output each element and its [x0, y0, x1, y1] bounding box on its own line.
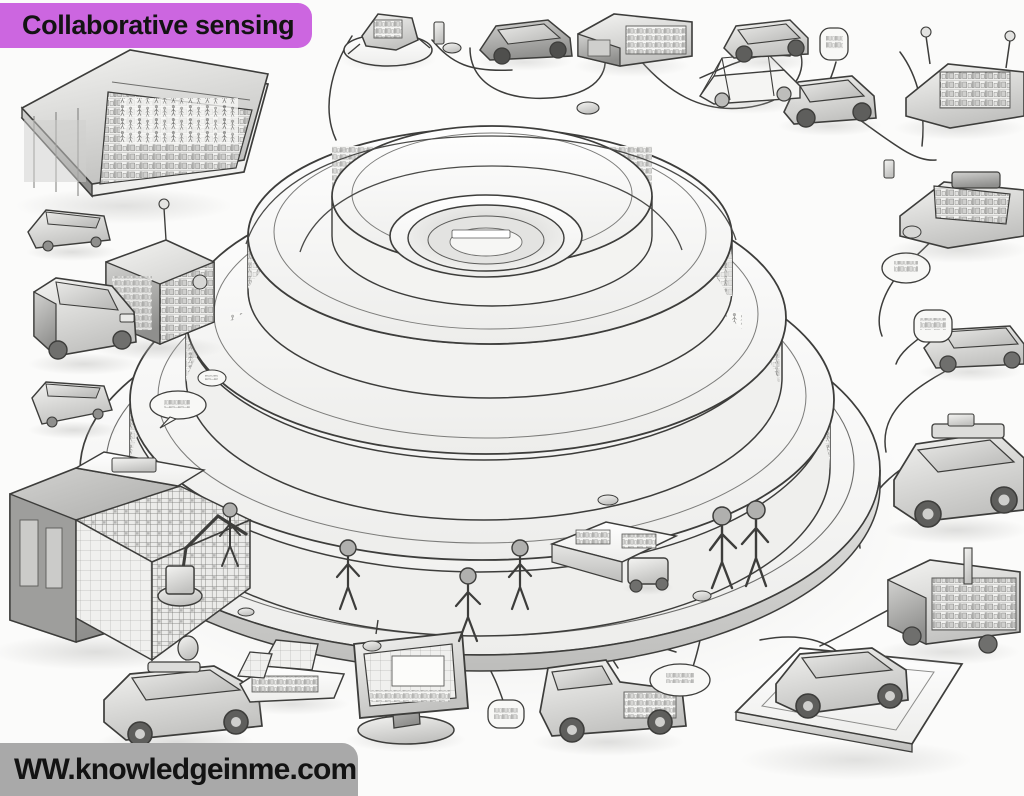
hub-spiral-ramp [245, 135, 737, 253]
node-van-left-upper [26, 209, 118, 261]
node-car-on-pad [734, 647, 972, 780]
node-ring-sensor-table [549, 521, 679, 583]
node-van-left-lower [28, 381, 120, 439]
beacon-markers [237, 21, 895, 652]
node-coupe-top-center [476, 19, 573, 71]
hub-core-well [389, 194, 583, 278]
node-van-left-mid [28, 277, 140, 375]
callout-top-right [819, 27, 849, 61]
node-sensor-suv-right [884, 413, 1024, 544]
callout-bottom-center [649, 663, 711, 697]
node-hangar-facility [16, 49, 270, 224]
node-equipment-pod-right [888, 171, 1024, 263]
node-desktop-monitor [346, 619, 469, 752]
node-ring-cart [622, 557, 674, 595]
node-roof-antenna-rig [894, 26, 1024, 140]
node-frame-vehicle [694, 53, 802, 114]
node-hatchback-top [720, 19, 812, 71]
central-hub-tiered-rings [79, 125, 881, 672]
node-operator-console [234, 639, 350, 715]
title-badge: Collaborative sensing [0, 3, 313, 48]
watermark-label: WW.knowledgeinme.com [14, 752, 357, 786]
node-sedan-top-right [778, 75, 882, 136]
node-drone-pad [340, 13, 436, 72]
foreground-figures [219, 500, 770, 643]
callout-left [149, 390, 207, 429]
node-mobile-lab [876, 547, 1021, 665]
watermark-bar: WW.knowledgeinme.com [0, 743, 358, 796]
node-display-wall [0, 451, 252, 670]
node-service-truck [532, 659, 687, 756]
callout-left-small [197, 369, 227, 387]
node-shipping-module [574, 13, 693, 77]
node-patrol-car [98, 635, 263, 756]
title-badge-label: Collaborative sensing [22, 10, 295, 40]
node-robotic-arm [157, 513, 248, 607]
callout-lower-right [913, 309, 953, 343]
callout-bottom-left [487, 699, 525, 729]
